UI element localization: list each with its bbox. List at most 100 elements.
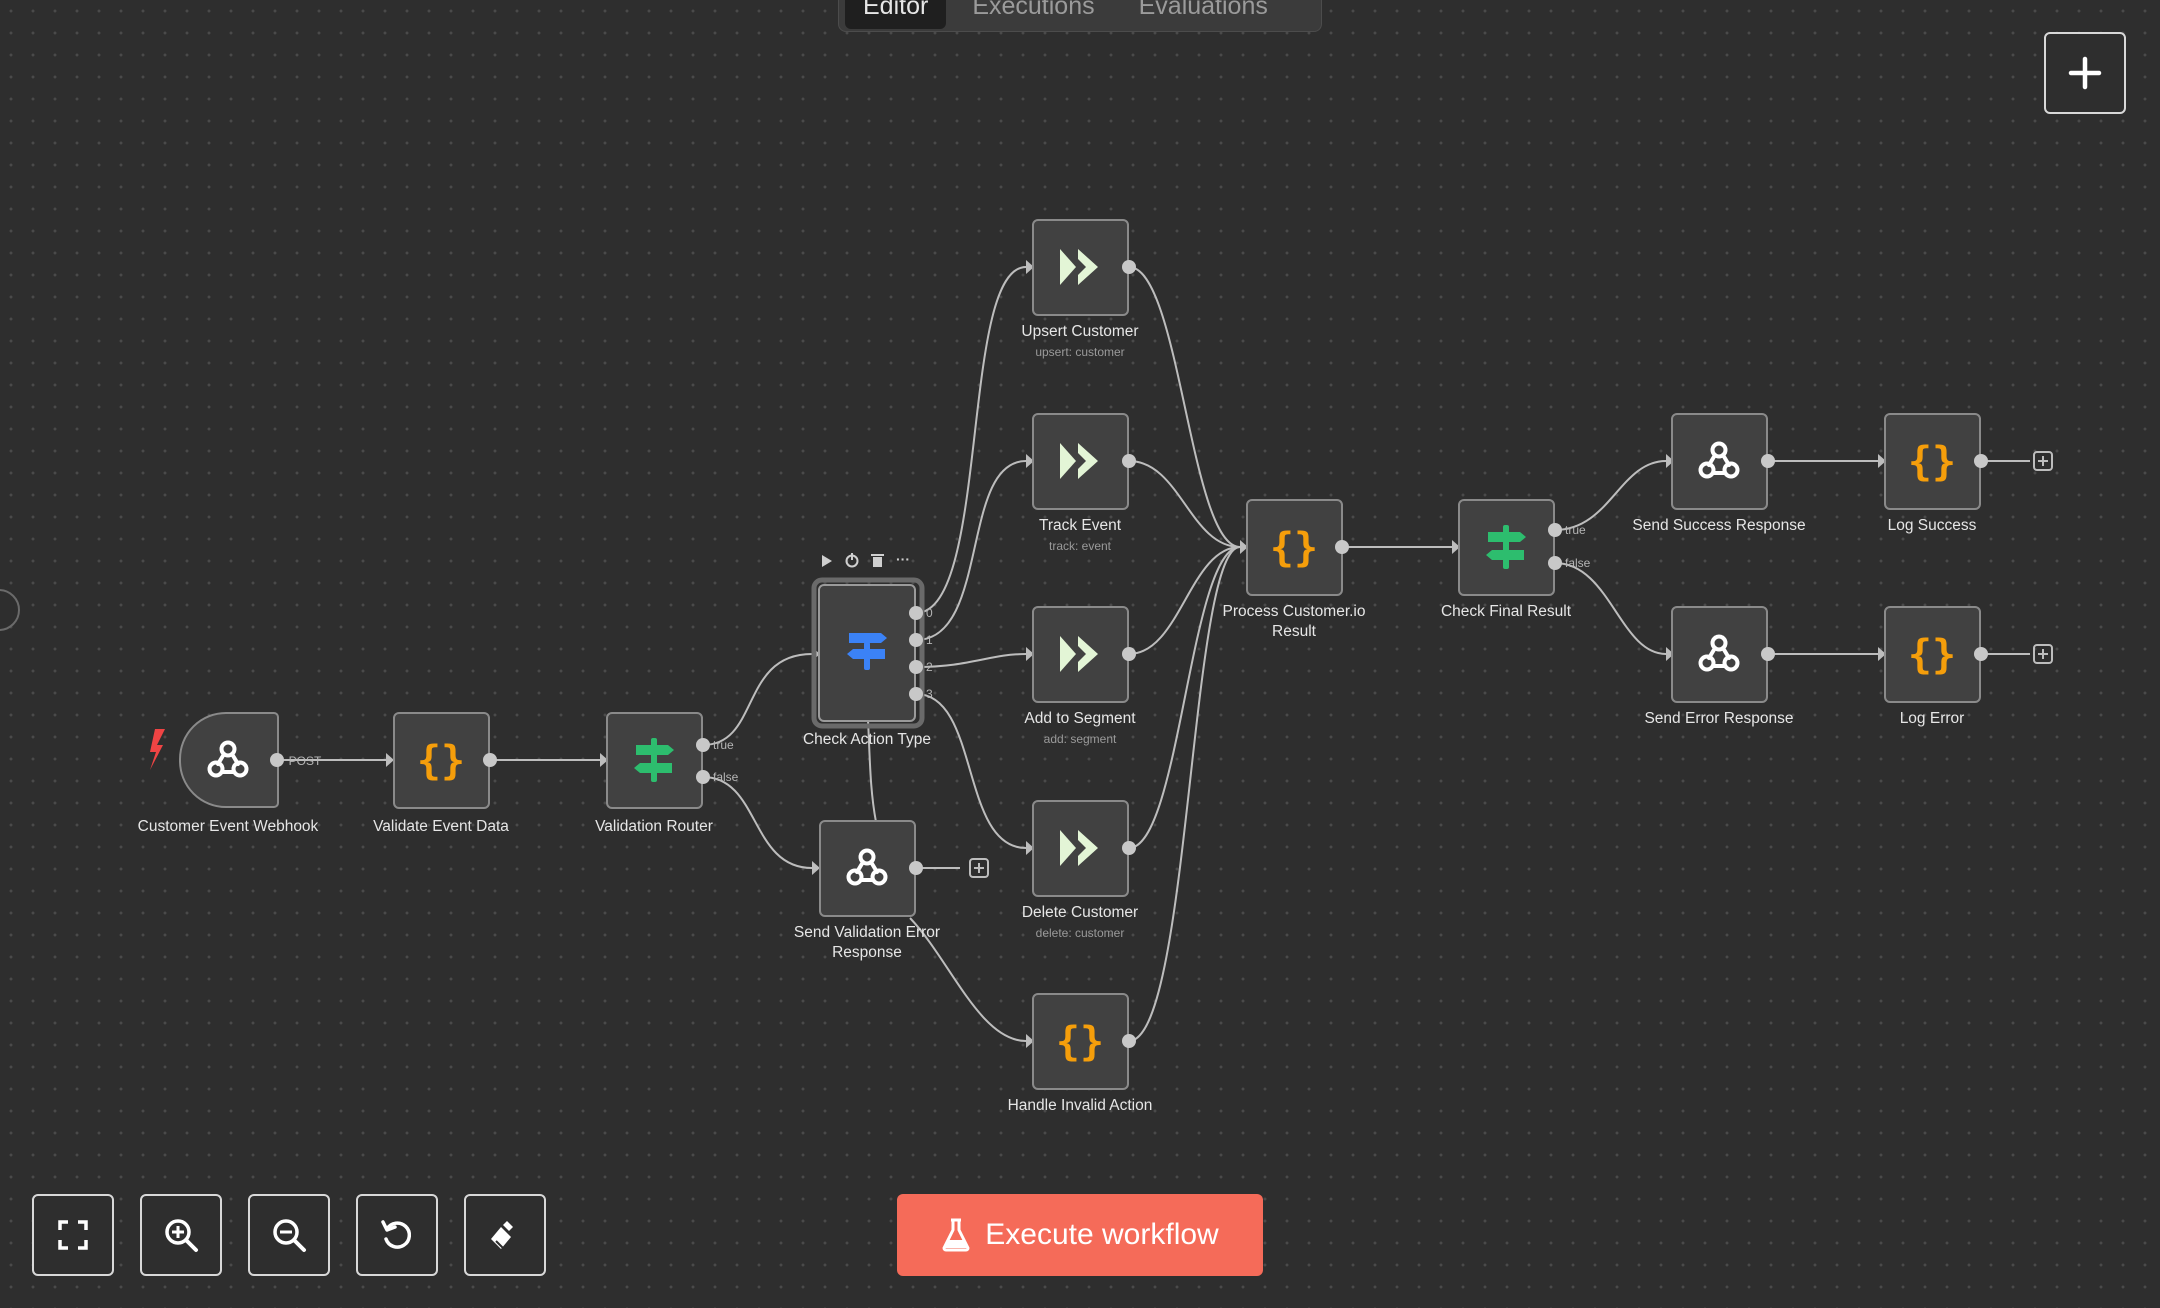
edge xyxy=(1554,460,1667,531)
output-handle[interactable] xyxy=(1122,454,1136,468)
node-upsert-customer[interactable]: Upsert Customer upsert: customer xyxy=(1021,219,1139,359)
node-check-action-type[interactable]: ··· 0 1 2 3 Check Action Type xyxy=(803,551,933,748)
zoom-in-icon xyxy=(165,1219,198,1252)
node-handle-invalid-action[interactable]: Handle Invalid Action xyxy=(1008,993,1153,1114)
output-handle[interactable] xyxy=(1122,1034,1136,1048)
plus-icon xyxy=(2068,56,2102,90)
output-handle-false[interactable] xyxy=(1548,556,1562,570)
node-subtitle: upsert: customer xyxy=(1035,345,1124,359)
zoom-out-button[interactable] xyxy=(248,1194,330,1276)
node-add-to-segment[interactable]: Add to Segment add: segment xyxy=(1024,606,1136,746)
node-subtitle: add: segment xyxy=(1044,732,1117,746)
code-icon xyxy=(1907,632,1957,678)
plus-icon xyxy=(974,863,984,873)
trigger-bolt-icon xyxy=(150,729,165,770)
node-customer-event-webhook[interactable]: Customer Event Webhook POST xyxy=(138,712,322,835)
code-icon xyxy=(1907,439,1957,485)
output-handle[interactable] xyxy=(1974,647,1988,661)
tab-executions[interactable]: Executions xyxy=(972,0,1095,20)
tidy-up-button[interactable] xyxy=(464,1194,546,1276)
edge xyxy=(867,719,877,823)
code-icon xyxy=(1055,1019,1105,1065)
edge xyxy=(1554,562,1667,655)
node-send-success-response[interactable]: Send Success Response xyxy=(1632,413,1806,534)
node-log-success[interactable]: Log Success xyxy=(1884,413,2053,534)
output-label-1: 1 xyxy=(926,633,933,647)
node-label: Check Final Result xyxy=(1441,603,1572,620)
broom-icon xyxy=(491,1221,513,1249)
node-label: Send Success Response xyxy=(1632,517,1805,534)
output-handle[interactable] xyxy=(1122,260,1136,274)
output-label-true: true xyxy=(713,738,734,752)
output-handle-2[interactable] xyxy=(909,660,923,674)
execute-workflow-button[interactable]: Execute workflow xyxy=(897,1194,1263,1276)
edge xyxy=(915,266,1027,614)
output-handle-true[interactable] xyxy=(1548,523,1562,537)
add-connection-button[interactable] xyxy=(2033,451,2053,471)
output-handle[interactable] xyxy=(483,753,497,767)
edge xyxy=(1128,266,1241,548)
edge xyxy=(1128,460,1241,548)
node-validate-event-data[interactable]: Validate Event Data xyxy=(373,712,509,835)
output-label-3: 3 xyxy=(926,687,933,701)
node-subtitle: track: event xyxy=(1049,539,1112,553)
add-connection-button[interactable] xyxy=(2033,644,2053,664)
play-icon[interactable] xyxy=(822,555,832,567)
output-handle-0[interactable] xyxy=(909,606,923,620)
output-handle-3[interactable] xyxy=(909,687,923,701)
output-label-false: false xyxy=(1565,556,1591,570)
node-track-event[interactable]: Track Event track: event xyxy=(1032,413,1136,553)
output-handle-1[interactable] xyxy=(909,633,923,647)
output-handle-false[interactable] xyxy=(696,770,710,784)
output-handle[interactable] xyxy=(1761,647,1775,661)
output-handle[interactable] xyxy=(909,861,923,875)
output-handle[interactable] xyxy=(1761,454,1775,468)
plus-icon xyxy=(2038,456,2048,466)
edge xyxy=(1128,546,1241,1042)
edge xyxy=(909,917,1027,1042)
output-label-false: false xyxy=(713,770,739,784)
node-label: Track Event xyxy=(1039,517,1122,534)
output-handle[interactable] xyxy=(1335,540,1349,554)
node-label: Check Action Type xyxy=(803,731,931,748)
tab-evaluations[interactable]: Evaluations xyxy=(1138,0,1268,20)
zoom-in-button[interactable] xyxy=(140,1194,222,1276)
tab-editor[interactable]: Editor xyxy=(845,0,947,29)
flask-icon xyxy=(942,1218,970,1252)
node-toolbar: ··· xyxy=(822,551,910,568)
edge xyxy=(1128,546,1241,849)
plus-icon xyxy=(2038,649,2048,659)
output-label-true: true xyxy=(1565,523,1586,537)
node-check-final-result[interactable]: true false Check Final Result xyxy=(1441,499,1591,620)
reset-zoom-button[interactable] xyxy=(356,1194,438,1276)
node-delete-customer[interactable]: Delete Customer delete: customer xyxy=(1022,800,1138,940)
trash-icon[interactable] xyxy=(871,554,884,567)
fit-view-button[interactable] xyxy=(32,1194,114,1276)
node-send-error-response[interactable]: Send Error Response xyxy=(1644,606,1794,727)
node-label: Add to Segment xyxy=(1024,710,1136,727)
output-handle-true[interactable] xyxy=(696,738,710,752)
node-log-error[interactable]: Log Error xyxy=(1884,606,2053,727)
node-label: Log Success xyxy=(1888,517,1977,534)
execute-workflow-label: Execute workflow xyxy=(985,1218,1219,1251)
output-handle[interactable] xyxy=(1974,454,1988,468)
output-handle[interactable] xyxy=(1122,647,1136,661)
output-handle[interactable] xyxy=(270,753,284,767)
more-icon[interactable]: ··· xyxy=(896,551,910,567)
node-label: Upsert Customer xyxy=(1021,323,1138,340)
selection-outline xyxy=(811,577,925,729)
output-label-0: 0 xyxy=(926,606,933,620)
add-node-button[interactable] xyxy=(2044,32,2126,114)
output-handle[interactable] xyxy=(1122,841,1136,855)
node-validation-router[interactable]: true false Validation Router xyxy=(595,712,739,835)
add-connection-button[interactable] xyxy=(969,858,989,878)
edge xyxy=(702,776,813,869)
code-icon xyxy=(1269,525,1319,571)
connections xyxy=(277,266,2030,1042)
power-icon[interactable] xyxy=(845,553,859,568)
